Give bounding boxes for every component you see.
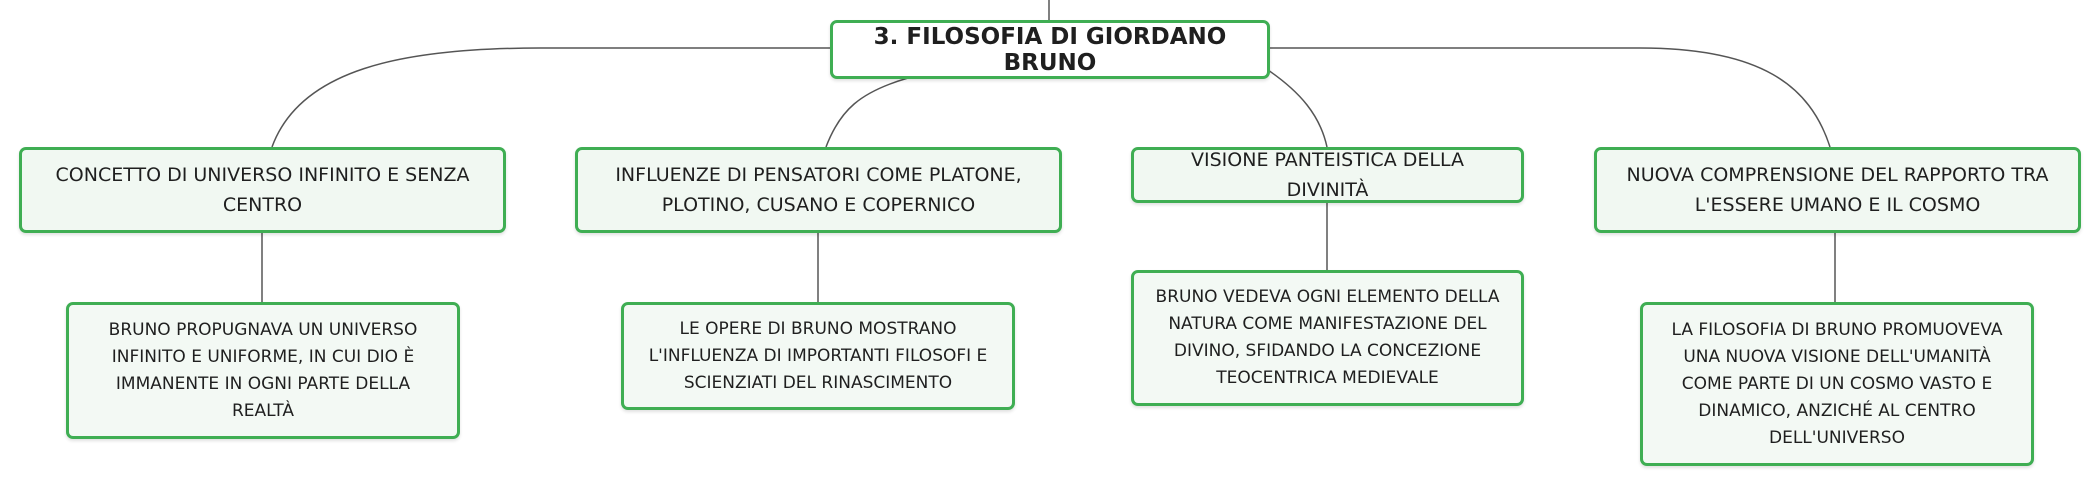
branch-topic-2[interactable]: INFLUENZE DI PENSATORI COME PLATONE, PLO… (575, 147, 1062, 233)
detail-topic-text: BRUNO VEDEVA OGNI ELEMENTO DELLA NATURA … (1155, 287, 1500, 388)
detail-topic-4[interactable]: LA FILOSOFIA DI BRUNO PROMUOVEVA UNA NUO… (1640, 302, 2034, 466)
branch-topic-label: NUOVA COMPRENSIONE DEL RAPPORTO TRA L'ES… (1626, 164, 2049, 216)
connector-branch-3 (1267, 69, 1328, 148)
connector-branch-4 (1268, 47, 1831, 148)
branch-topic-label: INFLUENZE DI PENSATORI COME PLATONE, PLO… (615, 164, 1022, 216)
detail-topic-text: LE OPERE DI BRUNO MOSTRANO L'INFLUENZA D… (648, 318, 988, 393)
branch-topic-1[interactable]: CONCETTO DI UNIVERSO INFINITO E SENZA CE… (19, 147, 506, 233)
detail-topic-text: LA FILOSOFIA DI BRUNO PROMUOVEVA UNA NUO… (1671, 319, 2003, 448)
detail-topic-3[interactable]: BRUNO VEDEVA OGNI ELEMENTO DELLA NATURA … (1131, 270, 1524, 406)
connector-branch-1 (271, 47, 832, 148)
connector-branch-2 (825, 77, 909, 148)
detail-topic-text: BRUNO PROPUGNAVA UN UNIVERSO INFINITO E … (108, 319, 418, 421)
detail-topic-1[interactable]: BRUNO PROPUGNAVA UN UNIVERSO INFINITO E … (66, 302, 460, 439)
root-topic[interactable]: 3. FILOSOFIA DI GIORDANO BRUNO (830, 20, 1270, 79)
root-topic-label: 3. FILOSOFIA DI GIORDANO BRUNO (873, 23, 1227, 76)
detail-topic-2[interactable]: LE OPERE DI BRUNO MOSTRANO L'INFLUENZA D… (621, 302, 1015, 410)
branch-topic-3[interactable]: VISIONE PANTEISTICA DELLA DIVINITÀ (1131, 147, 1524, 203)
branch-topic-label: VISIONE PANTEISTICA DELLA DIVINITÀ (1191, 149, 1464, 201)
branch-topic-4[interactable]: NUOVA COMPRENSIONE DEL RAPPORTO TRA L'ES… (1594, 147, 2081, 233)
branch-topic-label: CONCETTO DI UNIVERSO INFINITO E SENZA CE… (55, 164, 470, 216)
